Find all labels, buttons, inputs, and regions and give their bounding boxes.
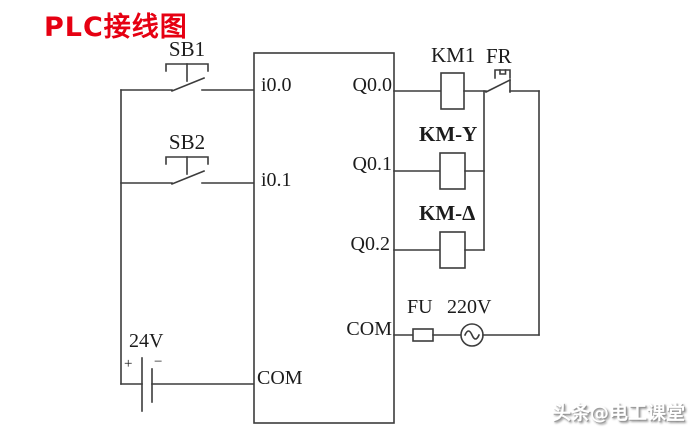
plc-input-i0.0-label: i0.0 — [261, 74, 292, 96]
ac-source-icon — [460, 323, 540, 347]
plc-box — [253, 52, 395, 424]
km1-coil-icon — [393, 72, 487, 110]
page-title: PLC接线图 — [44, 12, 188, 43]
plc-input-i0.1-label: i0.1 — [261, 169, 292, 191]
battery-plus-sign: + — [124, 356, 133, 372]
plc-output-q0.1-label: Q0.1 — [352, 153, 392, 175]
sb1-label: SB1 — [168, 37, 206, 61]
fr-thermal-contact-icon — [484, 69, 540, 94]
battery-voltage-label: 24V — [129, 330, 164, 352]
plc-output-q0.2-label: Q0.2 — [350, 233, 390, 255]
fu-label: FU — [407, 296, 433, 318]
plc-output-q0.0-label: Q0.0 — [352, 74, 392, 96]
battery-icon — [120, 357, 255, 412]
sb2-label: SB2 — [168, 130, 206, 154]
plc-output-com-label: COM — [346, 318, 392, 340]
km-y-coil-icon — [393, 152, 485, 190]
ac-voltage-label: 220V — [447, 296, 492, 318]
km1-label: KM1 — [431, 43, 476, 67]
km-y-label: KM-Y — [419, 122, 478, 146]
battery-minus-sign: − — [154, 354, 163, 370]
km-delta-label: KM-Δ — [419, 201, 476, 225]
sb1-pushbutton-icon — [120, 63, 255, 93]
fuse-icon — [393, 328, 462, 342]
plc-input-com-label: COM — [257, 367, 303, 389]
fr-label: FR — [486, 44, 512, 68]
watermark-text: 头条@电工课堂 — [551, 402, 685, 424]
km-delta-coil-icon — [393, 231, 485, 269]
sb2-pushbutton-icon — [120, 156, 255, 186]
